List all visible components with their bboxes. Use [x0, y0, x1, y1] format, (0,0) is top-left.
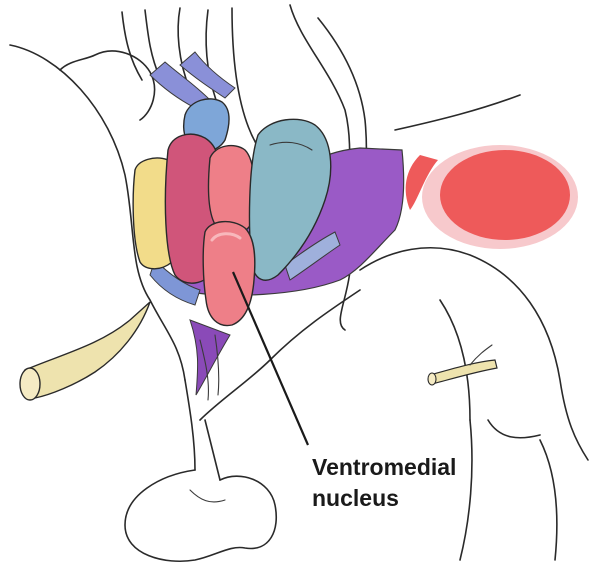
dorsomedial-nucleus — [209, 146, 255, 235]
callout-leader-line — [233, 272, 308, 445]
callout-label-line2: nucleus — [312, 485, 399, 511]
callout-label-line1: Ventromedial — [312, 454, 456, 480]
mammillary-body — [406, 145, 578, 249]
optic-nerve — [20, 302, 150, 400]
ventromedial-nucleus — [203, 222, 255, 326]
